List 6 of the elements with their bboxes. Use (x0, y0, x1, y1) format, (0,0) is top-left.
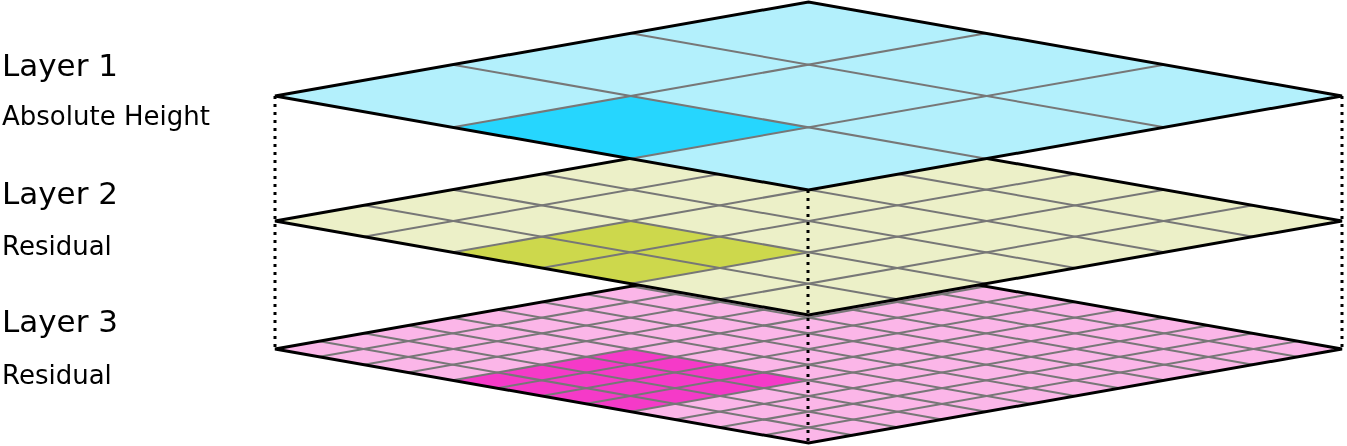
layer-description: Residual (2, 233, 112, 259)
layer-title: Layer 2 (2, 178, 118, 209)
layer-title: Layer 1 (2, 50, 118, 81)
layer-description: Residual (2, 362, 112, 388)
layer-title: Layer 3 (2, 306, 118, 337)
layer-description: Absolute Height (2, 103, 210, 129)
